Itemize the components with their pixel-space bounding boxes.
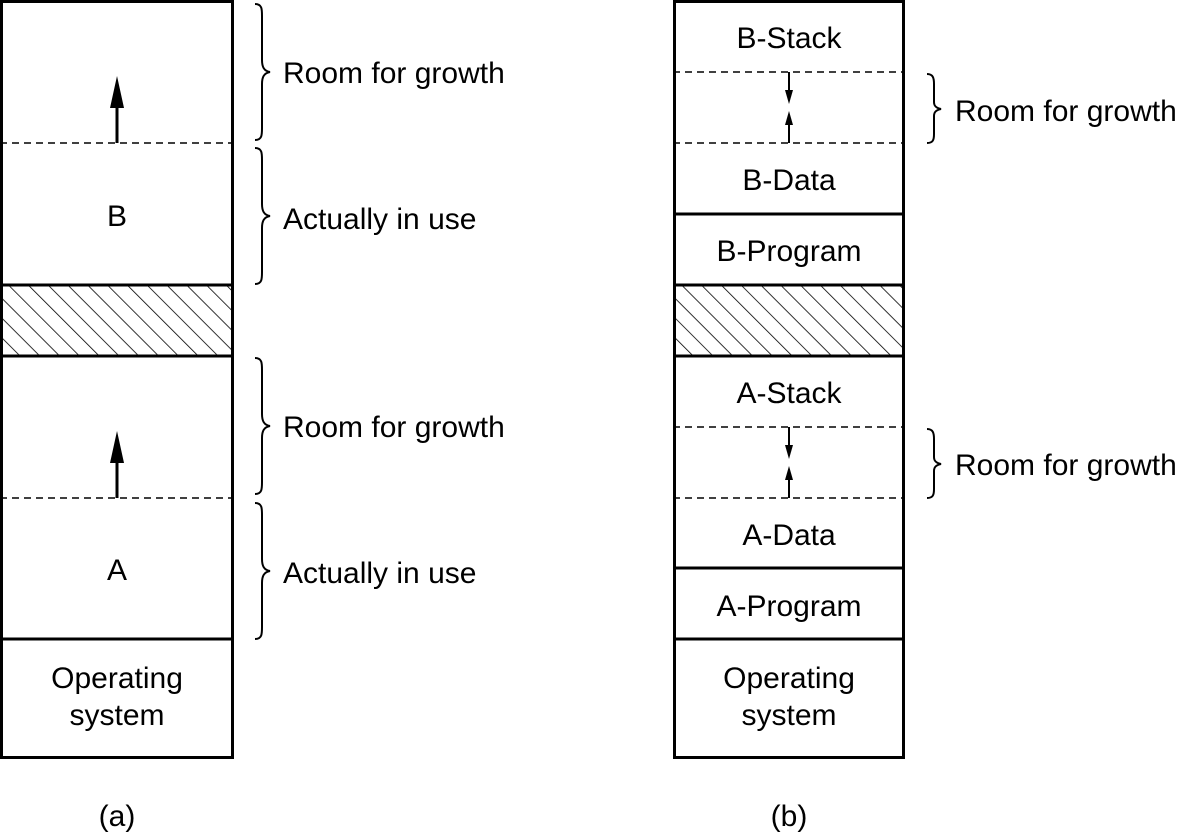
- os-label-line1: Operating: [51, 662, 183, 695]
- region-label-a-stack: A-Stack: [736, 377, 842, 410]
- stack-growth-arrow-down-icon: [785, 427, 793, 459]
- brace-icon: [254, 357, 271, 495]
- annotation-room-for-growth: Room for growth: [283, 411, 505, 444]
- brace-icon: [254, 502, 271, 640]
- diagram-a: B A Operating system Room for growth Act…: [0, 0, 505, 833]
- hatched-unused-region-a: [0, 285, 233, 356]
- region-label-a: A: [107, 554, 127, 587]
- data-growth-arrow-up-icon: [785, 111, 793, 143]
- annotation-actually-in-use: Actually in use: [283, 203, 476, 236]
- caption-b: (b): [771, 800, 808, 833]
- diagram-b: B-Stack B-Data B-Program A-Stack A-Data …: [673, 0, 1177, 833]
- hatched-unused-region-b: [673, 285, 905, 356]
- stack-growth-arrow-down-icon: [785, 72, 793, 104]
- region-label-b-stack: B-Stack: [736, 22, 842, 55]
- region-label-b: B: [107, 200, 127, 233]
- growth-arrow-up-icon: [110, 76, 124, 143]
- region-label-b-program: B-Program: [716, 235, 861, 268]
- brace-icon: [254, 147, 271, 285]
- growth-arrow-up-icon: [110, 431, 124, 498]
- memory-column-b: [673, 0, 905, 759]
- memory-column-a: [0, 0, 234, 759]
- os-label-line1: Operating: [723, 662, 855, 695]
- brace-icon: [926, 73, 942, 144]
- brace-icon: [254, 3, 271, 141]
- region-label-a-data: A-Data: [742, 519, 836, 552]
- annotation-room-for-growth: Room for growth: [955, 449, 1177, 482]
- annotation-actually-in-use: Actually in use: [283, 557, 476, 590]
- annotation-room-for-growth: Room for growth: [955, 95, 1177, 128]
- data-growth-arrow-up-icon: [785, 466, 793, 498]
- region-label-a-program: A-Program: [716, 590, 861, 623]
- caption-a: (a): [99, 800, 136, 833]
- annotation-room-for-growth: Room for growth: [283, 57, 505, 90]
- os-label-line2: system: [69, 699, 164, 732]
- os-label-line2: system: [741, 699, 836, 732]
- region-label-b-data: B-Data: [742, 164, 836, 197]
- brace-icon: [926, 428, 942, 499]
